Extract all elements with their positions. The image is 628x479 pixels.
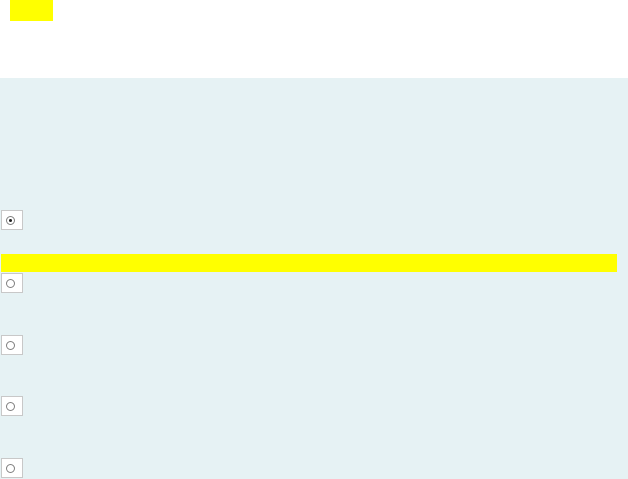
option-radio-4[interactable] (1, 396, 23, 416)
highlight-badge (10, 0, 53, 21)
radio-unselected-icon (6, 464, 15, 473)
option-row-4[interactable] (0, 396, 628, 420)
option-row-5[interactable] (0, 458, 628, 479)
option-radio-1[interactable] (1, 210, 23, 230)
highlighted-option-bar (1, 254, 617, 272)
option-radio-3[interactable] (1, 335, 23, 355)
option-radio-2[interactable] (1, 273, 23, 293)
radio-unselected-icon (6, 279, 15, 288)
option-row-2[interactable] (0, 273, 628, 297)
header (0, 0, 628, 78)
option-row-1[interactable] (0, 210, 628, 234)
radio-unselected-icon (6, 341, 15, 350)
radio-selected-icon (6, 216, 15, 225)
option-row-3[interactable] (0, 335, 628, 359)
radio-unselected-icon (6, 402, 15, 411)
options-panel (0, 78, 628, 479)
option-radio-5[interactable] (1, 458, 23, 478)
